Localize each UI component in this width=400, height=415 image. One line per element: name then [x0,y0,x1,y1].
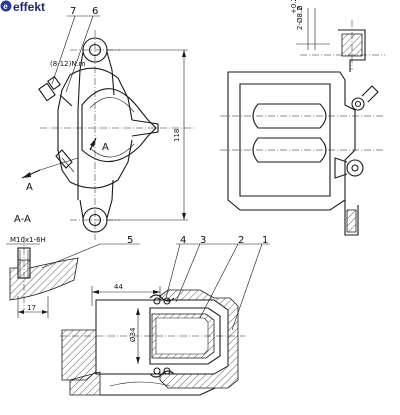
callout-6: 6 [92,6,98,17]
callout-4: 4 [180,235,186,246]
dimension-phi34-label: Ø34 [129,327,137,342]
callout-2: 2 [238,235,244,246]
svg-text:e: e [3,2,8,11]
callout-1: 1 [262,235,268,246]
piston-section-view [60,243,270,396]
thread-spec-label: M10x1-6H [10,236,46,244]
section-arrow-a-right: A [102,142,109,153]
callout-3: 3 [200,235,206,246]
caliper-side-view [220,8,385,236]
caliper-front-view: 118 [21,15,195,240]
bore-dimension-label: 2-Ø8.2 [296,6,304,30]
section-title: A-A [14,214,31,225]
dimension-44-label: 44 [114,283,123,291]
bore-tolerance-upper: +0.2 [290,0,298,14]
brand-logo: e effekt [0,0,45,14]
logo-text: effekt [13,0,45,14]
torque-annotation: (8-12)N.m [50,60,86,68]
callout-5: 5 [127,235,133,246]
logo-mark-icon [0,0,12,12]
bore-tolerance-lower: 0 [296,6,304,10]
dimension-118-label: 118 [173,129,181,142]
section-a-a-view [6,236,79,318]
section-arrow-a-left: A [26,182,33,193]
callout-7: 7 [70,6,76,17]
dimension-17-label: 17 [27,304,36,312]
